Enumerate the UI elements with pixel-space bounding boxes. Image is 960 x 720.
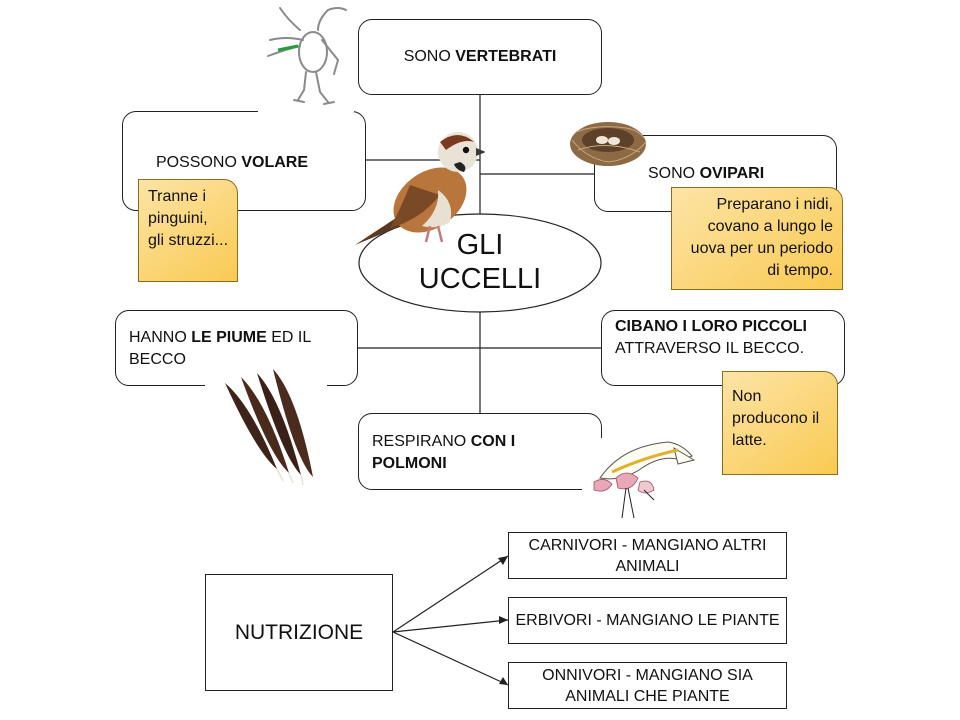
note-latte: Non producono il latte.	[722, 371, 838, 475]
vertebrati-bold: VERTEBRATI	[455, 48, 557, 65]
arrow-carnivori	[392, 555, 509, 633]
nutrizione-carnivori: CARNIVORI - MANGIANO ALTRI ANIMALI	[508, 532, 787, 579]
nutrizione-erbivori: ERBIVORI - MANGIANO LE PIANTE	[508, 597, 787, 644]
arrow-erbivori	[392, 619, 509, 633]
volare-bold: VOLARE	[241, 154, 309, 171]
box-vertebrati: SONO VERTEBRATI	[358, 19, 602, 95]
sparrow-icon	[355, 132, 485, 245]
piume-pre: HANNO	[129, 329, 192, 346]
box-volare: POSSONO VOLARE	[122, 111, 366, 211]
nest-icon	[570, 122, 647, 166]
box-ovipari-text: SONO OVIPARI	[648, 163, 764, 185]
arrow-onnivori	[392, 631, 509, 686]
nutrizione-onnivori: ONNIVORI - MANGIANO SIA ANIMALI CHE PIAN…	[508, 662, 787, 709]
center-title: GLI UCCELLI	[380, 228, 580, 296]
box-vertebrati-text: SONO VERTEBRATI	[404, 46, 557, 68]
piume-bold: LE PIUME	[191, 329, 267, 346]
piume-post: ED IL BECCO	[129, 329, 311, 368]
ovipari-pre: SONO	[648, 165, 700, 182]
volare-pre: POSSONO	[156, 154, 242, 171]
respirano-pre: RESPIRANO	[372, 433, 471, 450]
arrowhead-erbivori	[499, 616, 508, 624]
center-ellipse	[358, 213, 602, 313]
ovipari-bold: OVIPARI	[699, 165, 765, 182]
arrowhead-carnivori	[498, 556, 508, 565]
box-cibano-text: CIBANO I LORO PICCOLI ATTRAVERSO IL BECC…	[615, 316, 826, 360]
arrowhead-onnivori	[499, 677, 508, 685]
cibano-post: ATTRAVERSO IL BECCO.	[615, 340, 805, 357]
box-piume-text: HANNO LE PIUME ED IL BECCO	[129, 327, 347, 371]
box-respirano-text: RESPIRANO CON I POLMONI	[372, 431, 551, 475]
bird-skeleton-icon	[258, 0, 354, 112]
cibano-bold: CIBANO I LORO PICCOLI	[615, 318, 807, 335]
note-nidi: Preparano i nidi, covano a lungo le uova…	[671, 187, 843, 290]
box-respirano: RESPIRANO CON I POLMONI	[358, 413, 602, 490]
center-title-line2: UCCELLI	[418, 263, 542, 295]
note-pinguini: Tranne i pinguini, gli struzzi...	[138, 179, 238, 282]
feathers-icon	[205, 365, 327, 490]
vertebrati-pre: SONO	[403, 48, 456, 65]
box-volare-text: POSSONO VOLARE	[156, 152, 308, 174]
respirano-bold: CON I POLMONI	[372, 433, 516, 472]
bird-lungs-icon	[582, 438, 700, 522]
nutrizione-box: NUTRIZIONE	[205, 574, 393, 691]
center-title-line1: GLI	[456, 229, 504, 261]
